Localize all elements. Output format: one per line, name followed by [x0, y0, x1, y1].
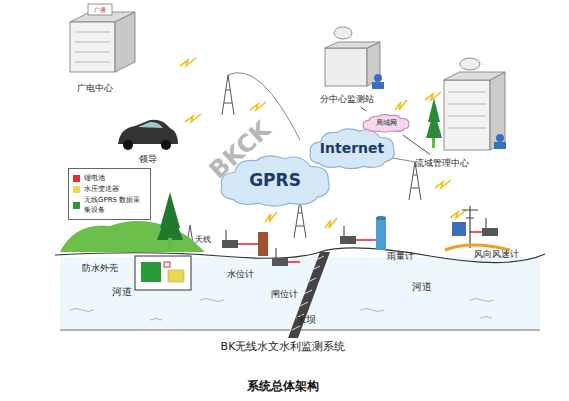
legend: 锂电池水压变送器无线GPRS 数据采集设备 [68, 168, 151, 220]
legend-row: 水压变送器 [73, 184, 146, 194]
cloud-node: 局域网 [361, 113, 411, 133]
car [118, 120, 178, 150]
legend-row: 无线GPRS 数据采集设备 [73, 195, 146, 215]
station-label: 水位计 [225, 268, 256, 281]
broadcast-building [70, 4, 135, 72]
legend-swatch [73, 186, 80, 193]
node-text: 雨量计 [387, 251, 414, 261]
legend-text: 无线GPRS 数据采集设备 [84, 195, 146, 215]
node-text: 流域管理中心 [415, 158, 469, 168]
legend-row: 锂电池 [73, 173, 146, 183]
caption: 系统总体架构 [247, 378, 319, 395]
node-text: 领导 [139, 154, 157, 164]
node-text: Internet [320, 140, 384, 156]
node-text: 闸位计 [271, 289, 298, 299]
station-label: 广电中心 [75, 82, 115, 95]
station-label: 领导 [137, 153, 159, 166]
legend-swatch [73, 175, 80, 182]
substation-building [325, 27, 384, 89]
legend-text: 锂电池 [84, 173, 105, 183]
label-text: 天线 [195, 234, 211, 245]
label-text: 河道 [112, 285, 132, 299]
node-text: 水位计 [227, 269, 254, 279]
station-label: 分中心监测站 [318, 93, 376, 106]
legend-text: 水压变送器 [84, 184, 119, 194]
label-text: BK无线水文水利监测系统 [221, 339, 346, 354]
wireless-bolts [180, 58, 466, 228]
label-text: 水坝 [296, 313, 316, 327]
node-text: 局域网 [376, 118, 397, 128]
towers [186, 75, 421, 250]
station-label: 风向风速计 [472, 248, 521, 261]
label-text: 河道 [412, 280, 432, 294]
station-label: 闸位计 [269, 288, 300, 301]
node-text: 风向风速计 [474, 249, 519, 259]
field-devices [222, 206, 510, 266]
label-text: 广播 [94, 6, 106, 15]
label-text: 防水外壳 [82, 262, 118, 275]
connector [403, 135, 430, 155]
basin-building [426, 58, 506, 150]
node-text: 分中心监测站 [320, 94, 374, 104]
station-label: 雨量计 [385, 250, 416, 263]
housing [135, 256, 191, 290]
connector [361, 108, 367, 112]
node-text: 广电中心 [77, 83, 113, 93]
legend-swatch [73, 202, 80, 209]
station-label: 流域管理中心 [413, 157, 471, 170]
node-text: GPRS [249, 170, 301, 190]
